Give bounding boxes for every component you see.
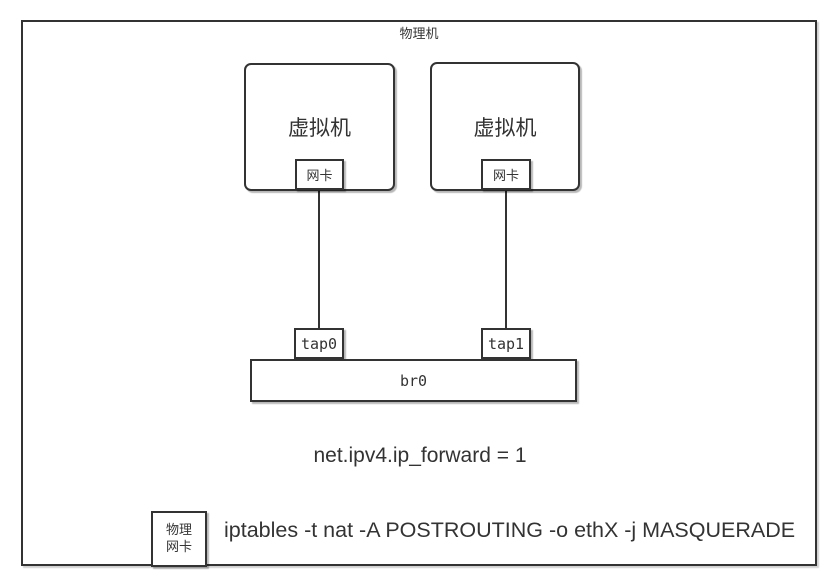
connector-line-nic2-tap1 [505,189,507,330]
vm1-label: 虚拟机 [288,117,351,140]
vm2-label: 虚拟机 [473,116,537,140]
vm2-nic-box: 网卡 [481,159,531,190]
physical-nic-node: 物理 网卡 [151,511,207,567]
physical-host-label: 物理机 [399,26,439,41]
physical-nic-label-line2: 网卡 [165,539,192,554]
ip-forward-text: net.ipv4.ip_forward = 1 [313,444,527,467]
vm1-nic-label: 网卡 [306,168,333,183]
tap0-node: tap0 [294,328,344,359]
vm1-nic-box: 网卡 [295,159,344,190]
bridge-br0-node: br0 [250,359,577,402]
tap1-node: tap1 [481,328,531,359]
connector-line-nic1-tap0 [318,189,320,330]
iptables-command-text: iptables -t nat -A POSTROUTING -o ethX -… [224,518,796,542]
physical-nic-label-line1: 物理 [165,522,192,538]
vm2-nic-label: 网卡 [492,168,519,183]
tap1-label: tap1 [487,334,525,353]
physical-host-box [21,20,817,566]
bridge-br0-label: br0 [399,371,428,390]
tap0-label: tap0 [300,334,338,353]
